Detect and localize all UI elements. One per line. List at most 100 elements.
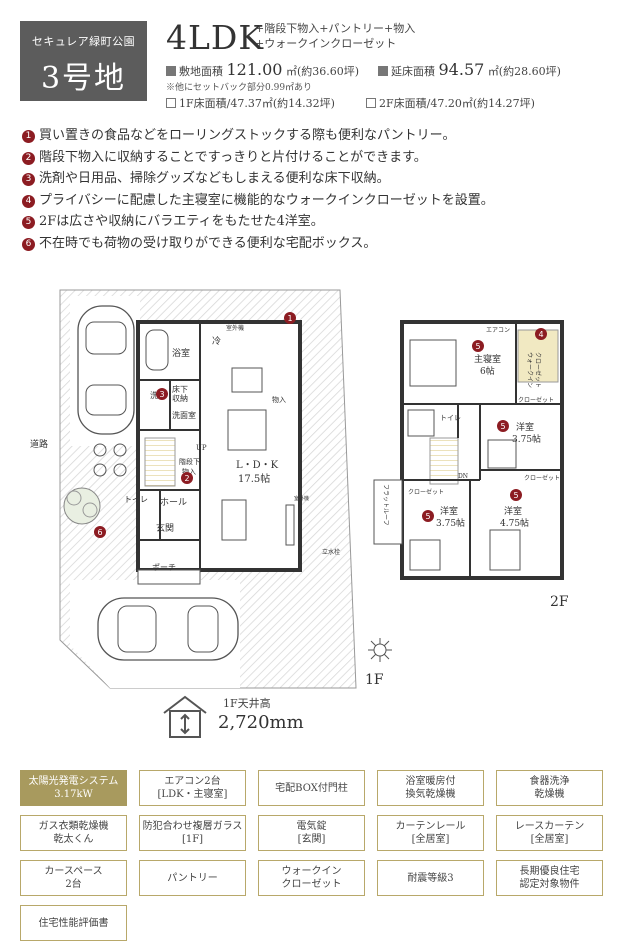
equipment-item: 宅配BOX付門柱 <box>258 770 365 806</box>
plan-extra-line-1: +階段下物入+パントリー+物入 <box>255 22 416 35</box>
dn-label: DN <box>458 473 468 480</box>
stair-storage-label-1: 階段下 <box>179 457 200 466</box>
svg-text:4: 4 <box>539 330 544 339</box>
ldk-size: 17.5帖 <box>238 472 270 485</box>
washroom-label: 洗面室 <box>172 410 196 420</box>
plan-extras: +階段下物入+パントリー+物入 +ウォークインクローゼット <box>255 21 415 51</box>
wic-label-1: ウォークイン <box>526 352 534 388</box>
room-a-label: 洋室 <box>516 421 534 433</box>
tv-board <box>285 504 295 546</box>
second-floor-area: 2F床面積/47.20㎡(約14.27坪) <box>366 95 535 111</box>
equipment-item: 長期優良住宅 認定対象物件 <box>496 860 603 896</box>
first-floor-plan: 道路 浴室 冷 室外機 洗 床下 収納 洗面室 <box>30 289 392 689</box>
bed-room-c <box>489 529 521 571</box>
wic-label-2: クローゼット <box>534 352 542 388</box>
car-icon <box>77 305 135 435</box>
master-label: 主寝室 <box>474 353 501 365</box>
car-icon <box>97 597 239 661</box>
interior-walls <box>138 322 201 570</box>
marker-5 <box>472 340 484 352</box>
room-c-size: 4.75帖 <box>500 517 529 529</box>
kitchen-counter <box>231 367 263 393</box>
porch-label: ポーチ <box>152 563 176 572</box>
fridge-label: 冷 <box>212 335 221 347</box>
room-a-size: 3.75帖 <box>512 433 541 445</box>
toilet-2f-label: トイレ <box>440 414 461 422</box>
road-label: 道路 <box>30 438 48 450</box>
entrance-label: 玄関 <box>156 522 174 534</box>
staircase-2f <box>429 437 459 485</box>
equipment-item: 防犯合わせ複層ガラス [1F] <box>139 815 246 851</box>
bed-room-a <box>487 439 517 469</box>
flat-roof-label: フラットルーフ <box>382 484 389 526</box>
bed-master <box>409 339 457 387</box>
sofa <box>221 499 247 541</box>
site-area-value: 121.00 <box>226 60 283 79</box>
marker-5 <box>510 489 522 501</box>
marker-3 <box>156 388 168 400</box>
equipment-item: レースカーテン [全居室] <box>496 815 603 851</box>
closet-a-label: クローゼット <box>518 396 554 404</box>
community-name: セキュレア緑町公園 <box>31 35 136 48</box>
equipment-grid: 太陽光発電システム 3.17kW エアコン2台 [LDK・主寝室] 宅配BOX付… <box>20 770 605 941</box>
underfloor-label-1: 床下 <box>172 384 188 394</box>
dining-table <box>227 409 267 451</box>
equipment-item: エアコン2台 [LDK・主寝室] <box>139 770 246 806</box>
plan-extra-line-2: +ウォークインクローゼット <box>255 37 397 50</box>
marker-2 <box>181 472 193 484</box>
storage-label: 物入 <box>272 395 286 404</box>
second-floor-plan: エアコン 主寝室 6帖 ウォークイン クローゼット トイレ クローゼット 洋室 … <box>373 320 564 580</box>
room-b-size: 3.75帖 <box>436 517 465 529</box>
aircon-label: エアコン <box>486 327 510 334</box>
square-icon <box>166 66 176 76</box>
square-outline-icon <box>166 98 176 108</box>
marker-1 <box>284 312 296 324</box>
floor-2-label: 2F <box>550 594 569 610</box>
ceiling-value: 2,720mm <box>218 712 304 733</box>
floor-1-label: 1F <box>365 672 384 688</box>
closet-c-label: クローゼット <box>408 488 444 496</box>
svg-text:5: 5 <box>514 491 519 500</box>
equipment-item: 住宅性能評価書 <box>20 905 127 941</box>
ac-label-2: 室外機 <box>294 495 309 502</box>
tree-icon <box>63 487 101 525</box>
flat-roof <box>373 479 403 545</box>
equipment-item: 太陽光発電システム 3.17kW <box>20 770 127 806</box>
ceiling-label: 1F天井高 <box>223 697 271 710</box>
site-area: 敷地面積 121.00 ㎡(約36.60坪) <box>166 60 359 79</box>
stair-storage-label-2: 物入 <box>182 467 196 476</box>
porch <box>137 569 201 585</box>
staircase <box>144 437 176 487</box>
floor-area: 延床面積 94.57 ㎡(約28.60坪) <box>378 60 561 79</box>
lot-badge: セキュレア緑町公園 3号地 <box>20 21 147 101</box>
bathtub <box>145 329 169 371</box>
master-size: 6帖 <box>480 365 495 377</box>
svg-text:5: 5 <box>476 342 481 351</box>
room-b-label: 洋室 <box>440 505 458 517</box>
svg-text:2: 2 <box>185 474 190 483</box>
floor-plans: 道路 浴室 冷 室外機 洗 床下 収納 洗面室 <box>30 289 564 689</box>
svg-text:5: 5 <box>426 512 431 521</box>
water-tap-label: 立水栓 <box>322 548 340 556</box>
room-c-label: 洋室 <box>504 505 522 517</box>
square-icon <box>378 66 388 76</box>
lot-number: 3号地 <box>40 61 127 96</box>
equipment-item: 電気錠 [玄関] <box>258 815 365 851</box>
marker-6 <box>94 526 106 538</box>
marker-4 <box>535 328 547 340</box>
marker-5 <box>497 420 509 432</box>
compass-icon <box>368 638 392 662</box>
setback-note: ※他にセットバック部分0.99㎡あり <box>166 83 313 93</box>
wash-label: 洗 <box>150 390 158 400</box>
equipment-item: パントリー <box>139 860 246 896</box>
closet-b-label: クローゼット <box>524 474 560 482</box>
ldk-label: L・D・K <box>236 460 279 471</box>
toilet-label: トイレ <box>124 495 148 504</box>
